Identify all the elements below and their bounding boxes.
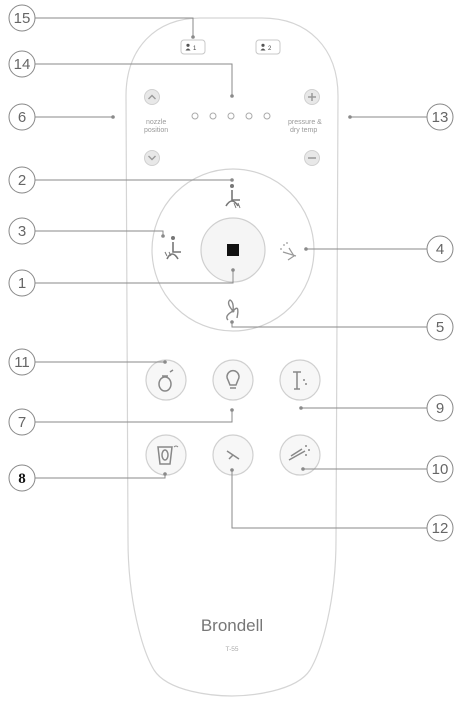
enema-button[interactable]	[212, 434, 254, 476]
front-wash-button[interactable]	[225, 184, 241, 209]
callout-3: 3	[8, 217, 36, 245]
callout-9: 9	[426, 394, 454, 422]
wash-mode-icon	[280, 242, 297, 261]
callout-5: 5	[426, 313, 454, 341]
callout-8: 8	[8, 464, 36, 492]
leader-dots	[111, 35, 352, 476]
nozzle-clean-button[interactable]	[279, 359, 321, 401]
plus-icon	[308, 93, 316, 101]
nozzle-label-line1: nozzle	[146, 119, 166, 126]
svg-text:5: 5	[436, 319, 444, 336]
svg-text:11: 11	[14, 354, 30, 371]
seat-sensor-icon	[158, 369, 174, 392]
callout-1: 1	[8, 269, 36, 297]
svg-text:4: 4	[436, 241, 444, 258]
night-light-icon	[226, 370, 240, 389]
rear-wash-icon	[164, 236, 181, 260]
user-1-label: 1	[193, 46, 197, 52]
callout-13: 13	[426, 103, 454, 131]
nozzle-label-line2: position	[144, 127, 168, 134]
nozzle-up-button[interactable]	[144, 89, 160, 105]
svg-text:7: 7	[18, 414, 26, 431]
svg-text:10: 10	[432, 461, 449, 478]
deodorizer-button[interactable]	[279, 434, 321, 476]
deodorizer-icon	[288, 445, 310, 461]
enema-icon	[226, 450, 240, 460]
pressure-up-button[interactable]	[304, 89, 320, 105]
callout-10: 10	[426, 455, 454, 483]
front-wash-icon	[225, 184, 241, 209]
svg-text:9: 9	[436, 400, 444, 417]
night-light-button[interactable]	[212, 359, 254, 401]
callout-6: 6	[8, 103, 36, 131]
pressure-down-button[interactable]	[304, 150, 320, 166]
svg-text:1: 1	[18, 275, 26, 292]
callout-4: 4	[426, 235, 454, 263]
callout-2: 2	[8, 166, 36, 194]
user-icon	[261, 43, 265, 47]
nozzle-down-button[interactable]	[144, 150, 160, 166]
brand-name: Brondell	[201, 616, 263, 635]
user-icon	[186, 43, 190, 47]
wash-mode-button[interactable]	[280, 242, 297, 261]
pressure-label-line1: pressure &	[288, 119, 322, 126]
level-indicators	[191, 112, 271, 120]
rear-wash-button[interactable]	[164, 236, 181, 260]
dryer-fan-icon	[226, 299, 239, 321]
seat-heat-button[interactable]	[145, 434, 187, 476]
callout-15: 15	[8, 4, 36, 32]
user-button-2[interactable]: 2	[255, 39, 281, 55]
seat-sensor-button[interactable]	[145, 359, 187, 401]
svg-text:15: 15	[14, 10, 31, 27]
dryer-button[interactable]	[226, 299, 239, 321]
svg-text:13: 13	[432, 109, 449, 126]
user-2-label: 2	[268, 46, 272, 52]
chevron-up-icon	[148, 94, 156, 100]
callout-14: 14	[8, 50, 36, 78]
callout-7: 7	[8, 408, 36, 436]
pressure-label-line2: dry temp	[290, 127, 317, 134]
seat-heat-icon	[157, 445, 179, 465]
nozzle-clean-icon	[293, 371, 307, 390]
svg-text:12: 12	[432, 520, 449, 537]
svg-text:3: 3	[18, 223, 26, 240]
callout-11: 11	[8, 348, 36, 376]
callout-12: 12	[426, 514, 454, 542]
svg-text:6: 6	[18, 109, 26, 126]
svg-text:2: 2	[18, 172, 26, 189]
stop-icon	[227, 244, 239, 256]
model-number: T-55	[225, 646, 238, 653]
chevron-down-icon	[148, 155, 156, 161]
svg-text:8: 8	[18, 471, 26, 487]
user-button-1[interactable]: 1	[180, 39, 206, 55]
svg-text:14: 14	[14, 56, 31, 73]
